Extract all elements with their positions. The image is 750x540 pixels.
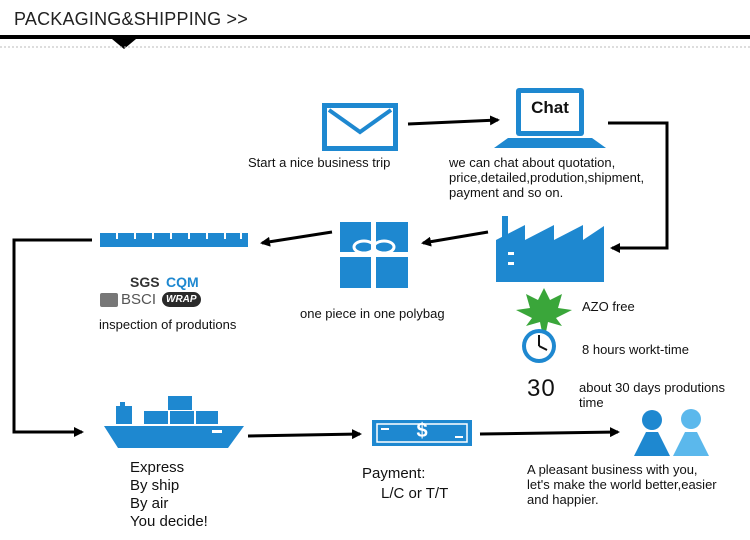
section-header: PACKAGING&SHIPPING >> <box>14 9 248 30</box>
cargo-ship-icon <box>104 396 244 448</box>
leaf-icon <box>516 288 572 332</box>
cert-bsci: BSCI <box>121 291 157 308</box>
cert-row-2: BSCI WRAP <box>100 291 201 308</box>
arrow-ruler-to-ship <box>12 238 92 437</box>
closing-line: and happier. <box>527 492 599 507</box>
feature-azo-free: AZO free <box>582 299 635 314</box>
clock-icon <box>522 329 556 363</box>
payment-methods: L/C or T/T <box>381 485 449 502</box>
factory-icon <box>496 216 604 282</box>
cert-cqm: CQM <box>166 274 199 290</box>
header-arrows: >> <box>226 9 248 29</box>
chat-description: we can chat about quotation, price,detai… <box>449 155 644 200</box>
header-rule <box>0 35 750 49</box>
arrow-ship-to-payment <box>247 429 362 440</box>
shipping-option: By ship <box>130 477 180 494</box>
feature-work-time: 8 hours workt-time <box>582 342 689 357</box>
bsci-logo-icon <box>100 292 118 307</box>
envelope-icon <box>322 103 398 151</box>
closing-line: A pleasant business with you, <box>527 462 698 477</box>
dollar-symbol: $ <box>416 420 428 442</box>
closing-message: A pleasant business with you, let's make… <box>527 462 717 507</box>
people-icon <box>634 409 709 456</box>
arrow-envelope-to-chat <box>407 115 500 126</box>
chat-line: payment and so on. <box>449 185 564 200</box>
arrow-chat-to-factory <box>608 121 669 253</box>
arrow-payment-to-people <box>479 427 620 438</box>
cert-sgs: SGS <box>130 274 160 290</box>
packing-label: one piece in one polybag <box>300 306 445 321</box>
feature-days-number: 30 <box>527 375 556 402</box>
gift-box-icon <box>340 222 408 288</box>
laptop-chat-icon <box>494 88 606 148</box>
shipping-option: Express <box>130 459 185 476</box>
chat-icon-text: Chat <box>531 98 569 117</box>
shipping-option: You decide! <box>130 513 208 530</box>
cert-row-1: SGS CQM <box>130 274 199 292</box>
shipping-option: By air <box>130 495 169 512</box>
banknote-icon <box>372 420 472 446</box>
production-time-line: time <box>579 395 604 410</box>
production-time-line: about 30 days produtions <box>579 380 725 395</box>
header-title: PACKAGING&SHIPPING <box>14 9 222 29</box>
payment-title: Payment: <box>362 465 426 482</box>
start-label: Start a nice business trip <box>248 155 391 170</box>
feature-production-time: about 30 days produtions time <box>579 380 725 410</box>
closing-line: let's make the world better,easier <box>527 477 717 492</box>
cert-wrap: WRAP <box>162 292 201 307</box>
arrow-factory-to-gift <box>421 230 489 247</box>
arrow-gift-to-ruler <box>260 230 333 247</box>
chat-line: price,detailed,prodution,shipment, <box>449 170 645 185</box>
inspection-label: inspection of produtions <box>99 317 237 332</box>
chat-line: we can chat about quotation, <box>449 155 616 170</box>
shipping-options: Express By ship By air You decide! <box>130 459 208 531</box>
ruler-icon <box>100 233 248 247</box>
